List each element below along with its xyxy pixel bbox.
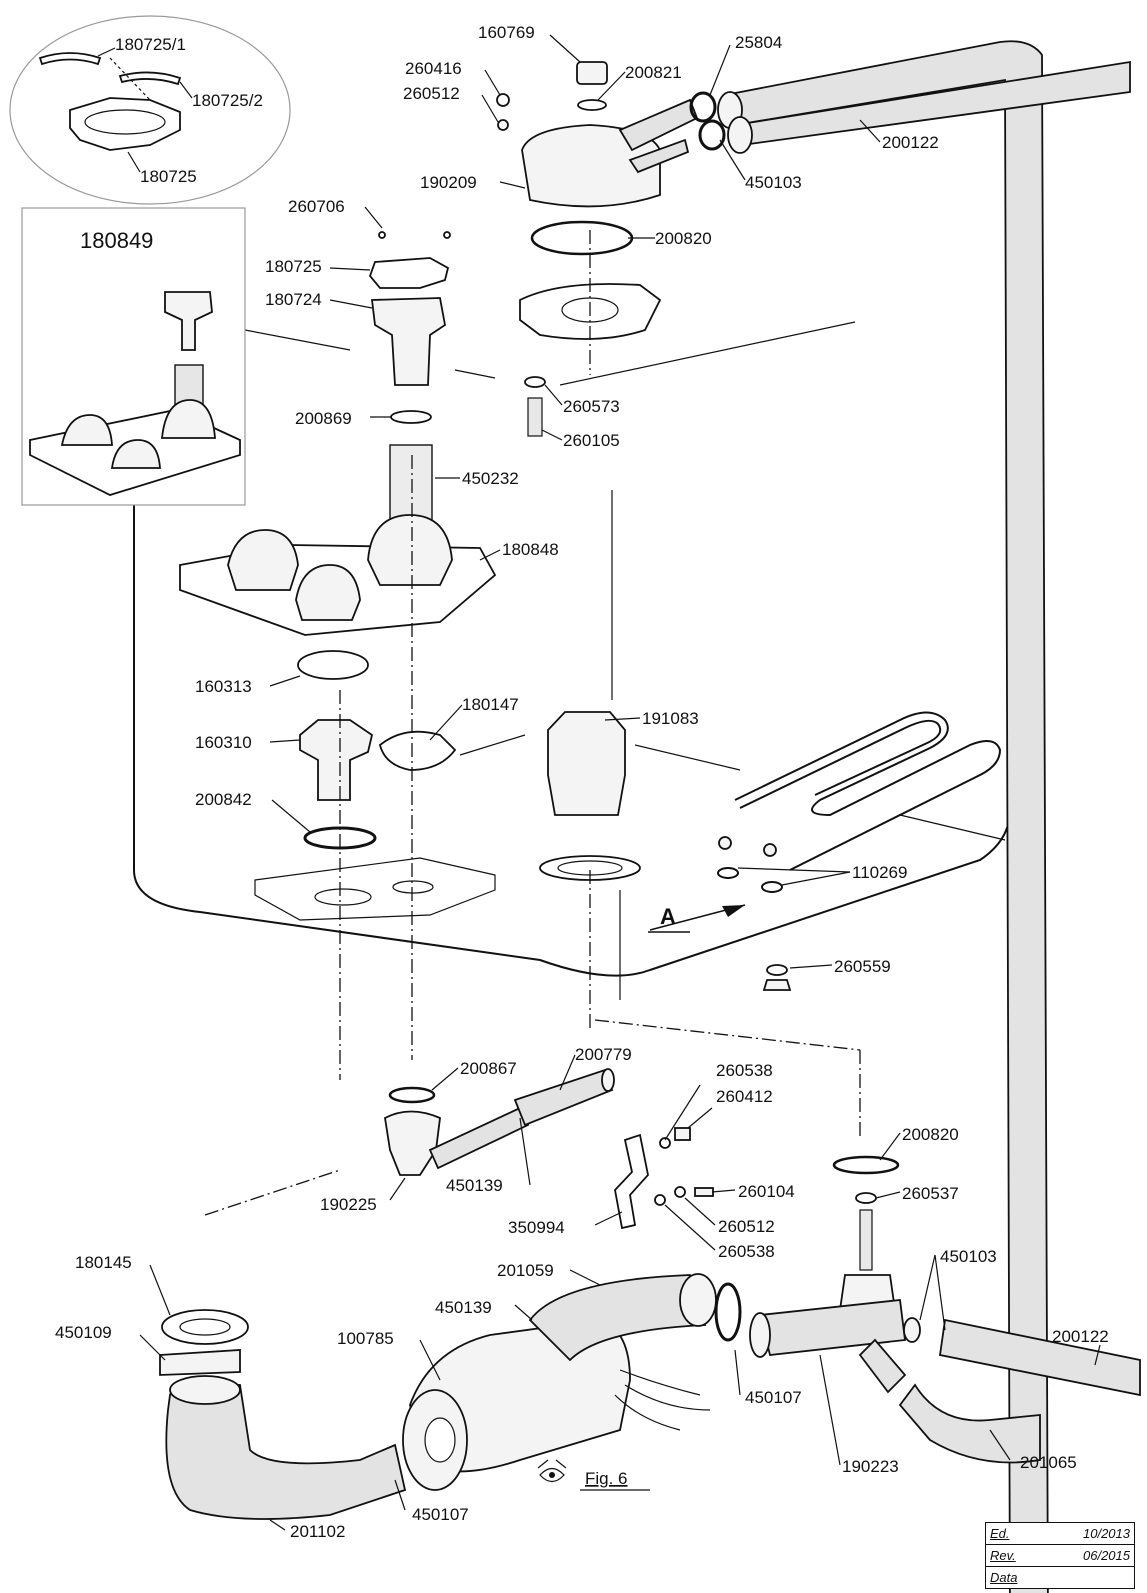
label-260512-bottom: 260512 xyxy=(718,1217,775,1236)
view-eye-icon xyxy=(537,1459,567,1483)
heating-element-110269 xyxy=(594,711,1002,1140)
edition-value: 10/2013 xyxy=(1083,1526,1130,1541)
label-260559: 260559 xyxy=(834,957,891,976)
label-260537: 260537 xyxy=(902,1184,959,1203)
label-260512-top: 260512 xyxy=(403,84,460,103)
label-200821: 200821 xyxy=(625,63,682,82)
label-100785: 100785 xyxy=(337,1329,394,1348)
label-180849: 180849 xyxy=(80,228,153,253)
label-201065: 201065 xyxy=(1020,1453,1077,1472)
t-fitting-190223 xyxy=(749,1155,1141,1464)
edition-label: Ed. xyxy=(990,1526,1010,1541)
inset-ring-detail xyxy=(9,15,291,205)
label-180725-inset: 180725 xyxy=(140,167,197,186)
leader-lines xyxy=(97,34,1101,1531)
label-160313: 160313 xyxy=(195,677,252,696)
part-191083 xyxy=(539,711,641,1030)
revision-label: Rev. xyxy=(990,1548,1016,1563)
label-160769: 160769 xyxy=(478,23,535,42)
label-180725-2: 180725/2 xyxy=(192,91,263,110)
label-200779: 200779 xyxy=(575,1045,632,1064)
label-180145: 180145 xyxy=(75,1253,132,1272)
view-arrow-a xyxy=(648,904,746,933)
label-180724: 180724 xyxy=(265,290,322,309)
label-260706: 260706 xyxy=(288,197,345,216)
drain-assembly-190225 xyxy=(384,1068,615,1176)
label-450139-bottom: 450139 xyxy=(435,1298,492,1317)
label-200869: 200869 xyxy=(295,409,352,428)
label-200820-top: 200820 xyxy=(655,229,712,248)
label-200122-top: 200122 xyxy=(882,133,939,152)
label-160310: 160310 xyxy=(195,733,252,752)
label-260538-top: 260538 xyxy=(716,1061,773,1080)
label-180725-1: 180725/1 xyxy=(115,35,186,54)
filter-column xyxy=(179,231,497,636)
label-260573: 260573 xyxy=(563,397,620,416)
label-260104: 260104 xyxy=(738,1182,795,1201)
label-190225: 190225 xyxy=(320,1195,377,1214)
tank-outline xyxy=(133,321,1011,1000)
figure-number: Fig. 6 xyxy=(585,1469,628,1488)
revision-row: Rev. 06/2015 xyxy=(986,1545,1134,1567)
label-450103-top: 450103 xyxy=(745,173,802,192)
inset-box-180849 xyxy=(21,207,246,506)
label-190209: 190209 xyxy=(420,173,477,192)
edition-block: Ed. 10/2013 Rev. 06/2015 Data xyxy=(985,1522,1135,1589)
label-260412: 260412 xyxy=(716,1087,773,1106)
revision-value: 06/2015 xyxy=(1083,1548,1130,1563)
label-180147: 180147 xyxy=(462,695,519,714)
top-manifold-190209 xyxy=(496,61,699,437)
label-191083: 191083 xyxy=(642,709,699,728)
label-200122-bottom: 200122 xyxy=(1052,1327,1109,1346)
label-260105: 260105 xyxy=(563,431,620,450)
label-350994: 350994 xyxy=(508,1218,565,1237)
edition-row: Ed. 10/2013 xyxy=(986,1523,1134,1545)
data-label: Data xyxy=(990,1570,1018,1585)
pump-100785 xyxy=(159,1273,742,1520)
label-110269: 110269 xyxy=(852,863,907,882)
label-450139-top: 450139 xyxy=(446,1176,503,1195)
label-450232: 450232 xyxy=(462,469,519,488)
drain-parts-left xyxy=(204,455,496,1216)
label-190223: 190223 xyxy=(842,1457,899,1476)
label-450107-right: 450107 xyxy=(745,1388,802,1407)
label-201102: 201102 xyxy=(290,1522,345,1541)
label-260416: 260416 xyxy=(405,59,462,78)
label-450107-left: 450107 xyxy=(412,1505,469,1524)
label-200842: 200842 xyxy=(195,790,252,809)
label-200867: 200867 xyxy=(460,1059,517,1078)
label-260538-bottom: 260538 xyxy=(718,1242,775,1261)
label-200820-bottom: 200820 xyxy=(902,1125,959,1144)
data-row: Data xyxy=(986,1567,1134,1588)
label-arrow-a: A xyxy=(660,904,676,929)
label-25804: 25804 xyxy=(735,33,782,52)
label-180725: 180725 xyxy=(265,257,322,276)
bracket-350994 xyxy=(614,1127,714,1230)
label-180848: 180848 xyxy=(502,540,559,559)
part-labels: 180725/1 180725/2 180725 180849 260706 1… xyxy=(55,23,1109,1541)
label-201059: 201059 xyxy=(497,1261,554,1280)
label-450103-bottom: 450103 xyxy=(940,1247,997,1266)
label-450109: 450109 xyxy=(55,1323,112,1342)
